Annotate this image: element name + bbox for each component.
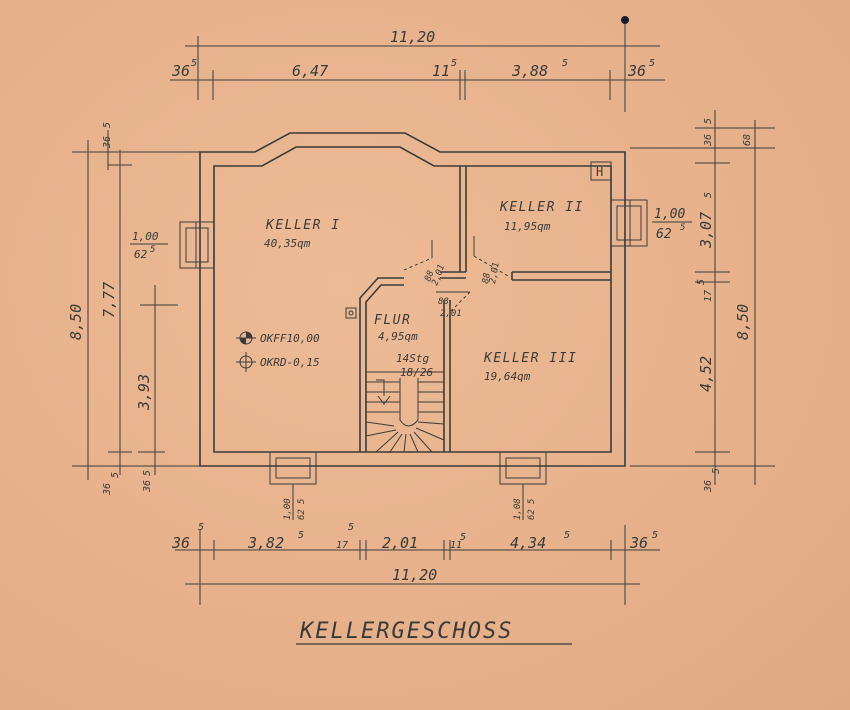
- room-keller-3: KELLER III 19,64qm: [483, 351, 577, 383]
- door-mark-2-height: 2,01: [488, 261, 502, 284]
- room-keller-2: KELLER II 11,95qm: [499, 200, 584, 233]
- door-mark-2-width: 88: [481, 272, 493, 284]
- bottom-segment-a-dim: 3,82: [247, 534, 284, 552]
- window-right-width: 1,00: [654, 207, 685, 222]
- right-top-wall-sup: 5: [703, 118, 714, 124]
- window-bottom-right-width: 1,08: [513, 498, 523, 520]
- bottom-segment-c-dim: 4,34: [510, 534, 546, 552]
- window-bottom-left: 1,00 62 5: [269, 451, 317, 520]
- okff-level-label: OKFF10,00: [260, 332, 320, 345]
- right-upper-sup: 5: [703, 192, 714, 198]
- window-bottom-left-height-sup: 5: [297, 499, 307, 504]
- top-overall-dim: 11,20: [390, 28, 435, 46]
- bottom-overall-dim: 11,20: [392, 566, 437, 584]
- left-dimension-chain: 8,50 7,77 3,93 36 5 36 5 36 5: [67, 122, 200, 496]
- level-markers: OKFF10,00 OKRD-0,15: [236, 331, 320, 372]
- right-overall-dim: 8,50: [734, 304, 752, 340]
- bottom-left-edge-dim: 36: [171, 534, 190, 552]
- window-bottom-left-width: 1,00: [283, 498, 293, 520]
- right-bottom-wall-dim: 36: [703, 480, 714, 493]
- bottom-wall-a-dim: 17: [336, 540, 348, 551]
- top-segment-a-dim: 6,47: [292, 62, 328, 80]
- room-flur-name: FLUR: [374, 313, 411, 328]
- right-upper-dim: 3,07: [697, 212, 715, 249]
- ink-dot: [621, 16, 629, 24]
- drawing-title-block: KELLERGESCHOSS: [296, 619, 572, 645]
- window-bottom-right-height: 62: [527, 509, 537, 520]
- top-left-edge-sup: 5: [191, 58, 197, 69]
- bottom-wall-b-dim: 11: [450, 540, 462, 551]
- staircase: 14Stg 18/26: [365, 352, 445, 453]
- top-left-edge-dim: 36: [171, 62, 190, 80]
- drawing-title: KELLERGESCHOSS: [299, 619, 513, 644]
- window-bottom-right-height-sup: 5: [527, 499, 537, 504]
- left-bottom-wall-dim: 36: [102, 483, 113, 496]
- top-dimension-chain: 11,20 36 5 6,47 11 5 3,88 5 36 5: [170, 16, 665, 112]
- okrd-level-label: OKRD-0,15: [260, 356, 320, 369]
- window-bottom-left-height: 62: [297, 509, 307, 520]
- door-mark-3-width: 88: [438, 297, 449, 307]
- building-walls: [199, 132, 626, 467]
- door-marks: 88 2,01 88 2,01 88 2,01: [403, 236, 509, 319]
- window-right: 1,00 62 5: [610, 199, 692, 247]
- left-bottom-wall-sup: 5: [110, 472, 121, 478]
- bottom-segment-b-dim: 2,01: [382, 534, 418, 552]
- bottom-dimension-chain: 36 5 3,82 5 17 5 2,01 11 5 4,34 5 36 5 1…: [171, 522, 660, 605]
- top-mid-wall-dim: 11: [432, 62, 450, 80]
- left-overall-dim: 8,50: [67, 304, 85, 340]
- left-inner-dim: 7,77: [100, 282, 118, 318]
- top-segment-b-sup: 5: [562, 58, 568, 69]
- room-keller-3-area: 19,64qm: [484, 370, 531, 383]
- heating-mark-label: H: [596, 165, 603, 179]
- door-mark-1-height: 2,01: [430, 263, 447, 287]
- top-right-edge-dim: 36: [627, 62, 646, 80]
- room-flur: FLUR 4,95qm: [374, 313, 418, 343]
- window-bottom-right: 1,08 62 5: [499, 451, 547, 520]
- stairs-steps: 14Stg: [396, 352, 429, 365]
- room-keller-1-area: 40,35qm: [264, 237, 311, 250]
- room-flur-area: 4,95qm: [378, 330, 418, 343]
- window-left: 1,00 62 5: [130, 221, 215, 269]
- window-left-width: 1,00: [132, 230, 159, 243]
- right-top-offset-dim: 68: [742, 134, 753, 146]
- stairs-ratio: 18/26: [400, 366, 433, 379]
- right-lower-dim: 4,52: [697, 356, 715, 392]
- room-keller-2-area: 11,95qm: [504, 220, 551, 233]
- room-keller-1: KELLER I 40,35qm: [264, 218, 341, 250]
- bottom-left-edge-sup: 5: [198, 522, 204, 533]
- top-segment-b-dim: 3,88: [511, 62, 548, 80]
- left-bottom-small-sup: 5: [142, 470, 153, 476]
- window-left-height-sup: 5: [150, 245, 155, 255]
- left-partial-dim: 3,93: [135, 374, 153, 411]
- heating-symbol: H: [590, 161, 612, 181]
- right-mid-wall-dim: 17: [703, 290, 714, 302]
- window-left-height: 62: [134, 248, 148, 261]
- room-keller-1-name: KELLER I: [265, 218, 341, 233]
- bottom-segment-a-sup: 5: [298, 530, 304, 541]
- top-right-edge-sup: 5: [649, 58, 655, 69]
- room-keller-3-name: KELLER III: [483, 351, 577, 366]
- bottom-right-edge-sup: 5: [652, 530, 658, 541]
- left-top-wall-dim: 36: [102, 136, 113, 149]
- door-mark-1-width: 88: [423, 269, 436, 283]
- bottom-right-edge-dim: 36: [629, 534, 648, 552]
- right-dimension-chain: 8,50 36 5 68 3,07 5 17 5 4,52 36 5: [630, 110, 775, 493]
- right-top-wall-dim: 36: [703, 134, 714, 147]
- bottom-wall-a-sup: 5: [348, 522, 354, 533]
- top-mid-wall-sup: 5: [451, 58, 457, 69]
- window-right-height-sup: 5: [680, 223, 685, 233]
- window-right-height: 62: [656, 227, 672, 242]
- right-mid-wall-sup: 5: [696, 279, 707, 285]
- room-keller-2-name: KELLER II: [499, 200, 584, 215]
- right-bottom-wall-sup: 5: [711, 468, 722, 474]
- bottom-wall-b-sup: 5: [460, 532, 466, 543]
- left-bottom-small-dim: 36: [142, 480, 153, 493]
- door-mark-3-height: 2,01: [440, 309, 462, 319]
- bottom-segment-c-sup: 5: [564, 530, 570, 541]
- left-top-wall-sup: 5: [102, 122, 113, 128]
